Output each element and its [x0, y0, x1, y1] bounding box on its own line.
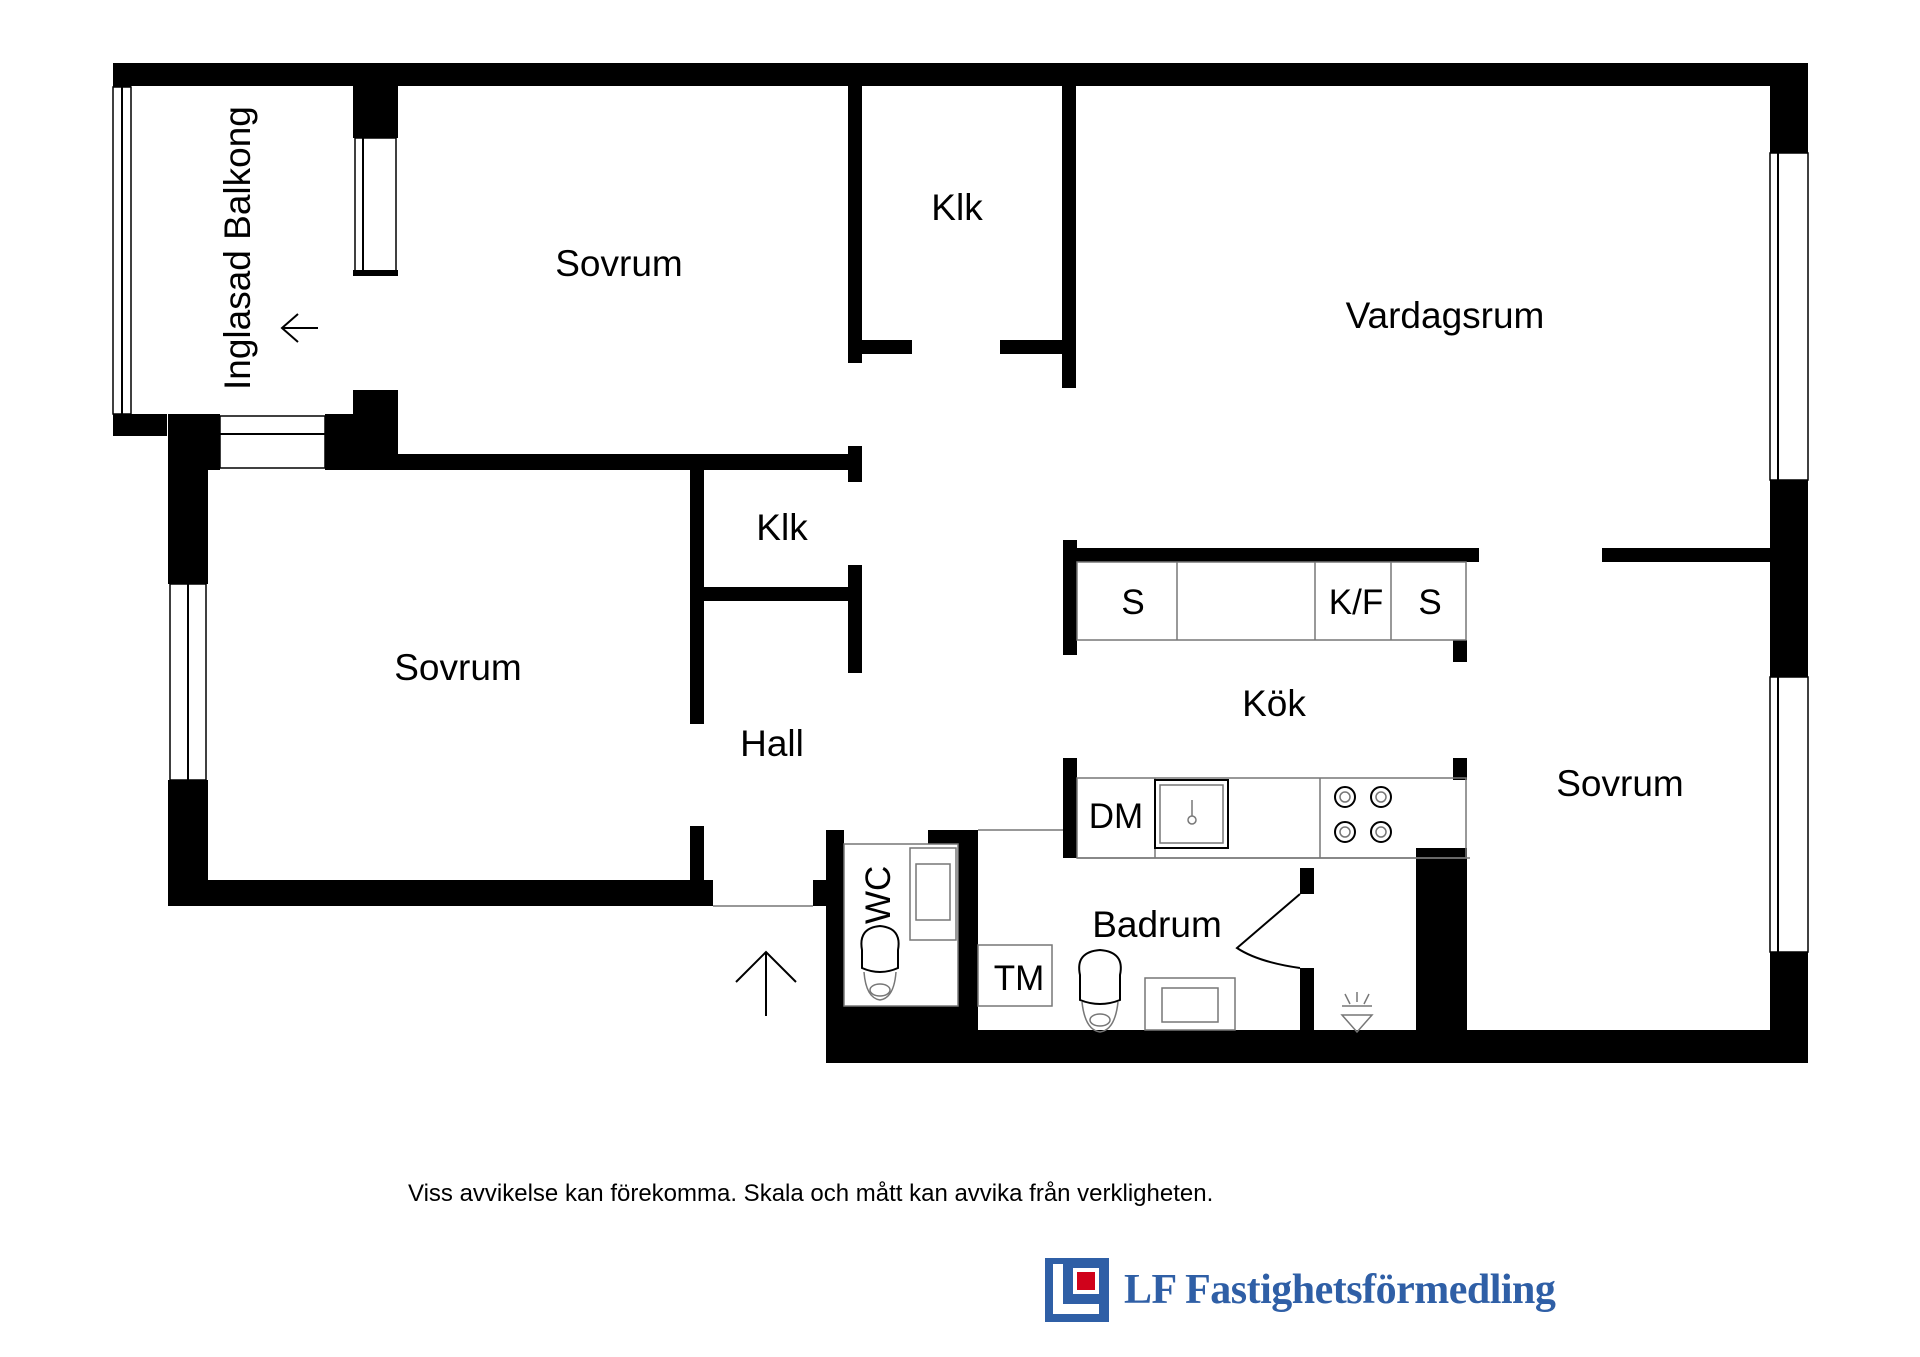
windows: [112, 86, 1809, 953]
fixture-label-s1: S: [1121, 583, 1144, 622]
fixture-label-wc: WC: [859, 866, 898, 924]
outer-walls: [113, 63, 1808, 1063]
room-label-closet-top: Klk: [931, 187, 983, 228]
toilet-icon-2: [1078, 948, 1122, 1033]
balcony-arrow-icon: [280, 313, 318, 343]
room-label-living: Vardagsrum: [1346, 295, 1545, 336]
bath-fixtures: [843, 843, 1374, 1034]
kitchen-counters: [1076, 561, 1467, 859]
interior-walls: [398, 86, 1770, 1038]
room-label-balcony: Inglasad Balkong: [217, 106, 258, 390]
toilet-icon: [860, 924, 900, 1001]
room-label-hall: Hall: [740, 723, 804, 764]
room-label-bedroom-left: Sovrum: [394, 647, 521, 688]
brand-logo-icon: [1045, 1258, 1109, 1322]
room-label-kitchen: Kök: [1242, 683, 1306, 724]
fixture-label-dm: DM: [1089, 797, 1143, 836]
fixture-label-s2: S: [1418, 583, 1441, 622]
fixture-label-kf: K/F: [1329, 583, 1383, 622]
fixture-label-tm: TM: [994, 959, 1045, 998]
brand-name: LF Fastighetsförmedling: [1124, 1267, 1556, 1313]
room-label-bathroom: Badrum: [1092, 904, 1222, 945]
heater-icon: [1340, 992, 1374, 1034]
stove-icon: [1334, 786, 1392, 843]
room-label-bedroom-top: Sovrum: [555, 243, 682, 284]
entrance-arrow-icon: [735, 950, 797, 1016]
room-label-bedroom-right: Sovrum: [1556, 763, 1683, 804]
disclaimer-text: Viss avvikelse kan förekomma. Skala och …: [408, 1180, 1214, 1207]
room-label-closet-mid: Klk: [756, 507, 808, 548]
